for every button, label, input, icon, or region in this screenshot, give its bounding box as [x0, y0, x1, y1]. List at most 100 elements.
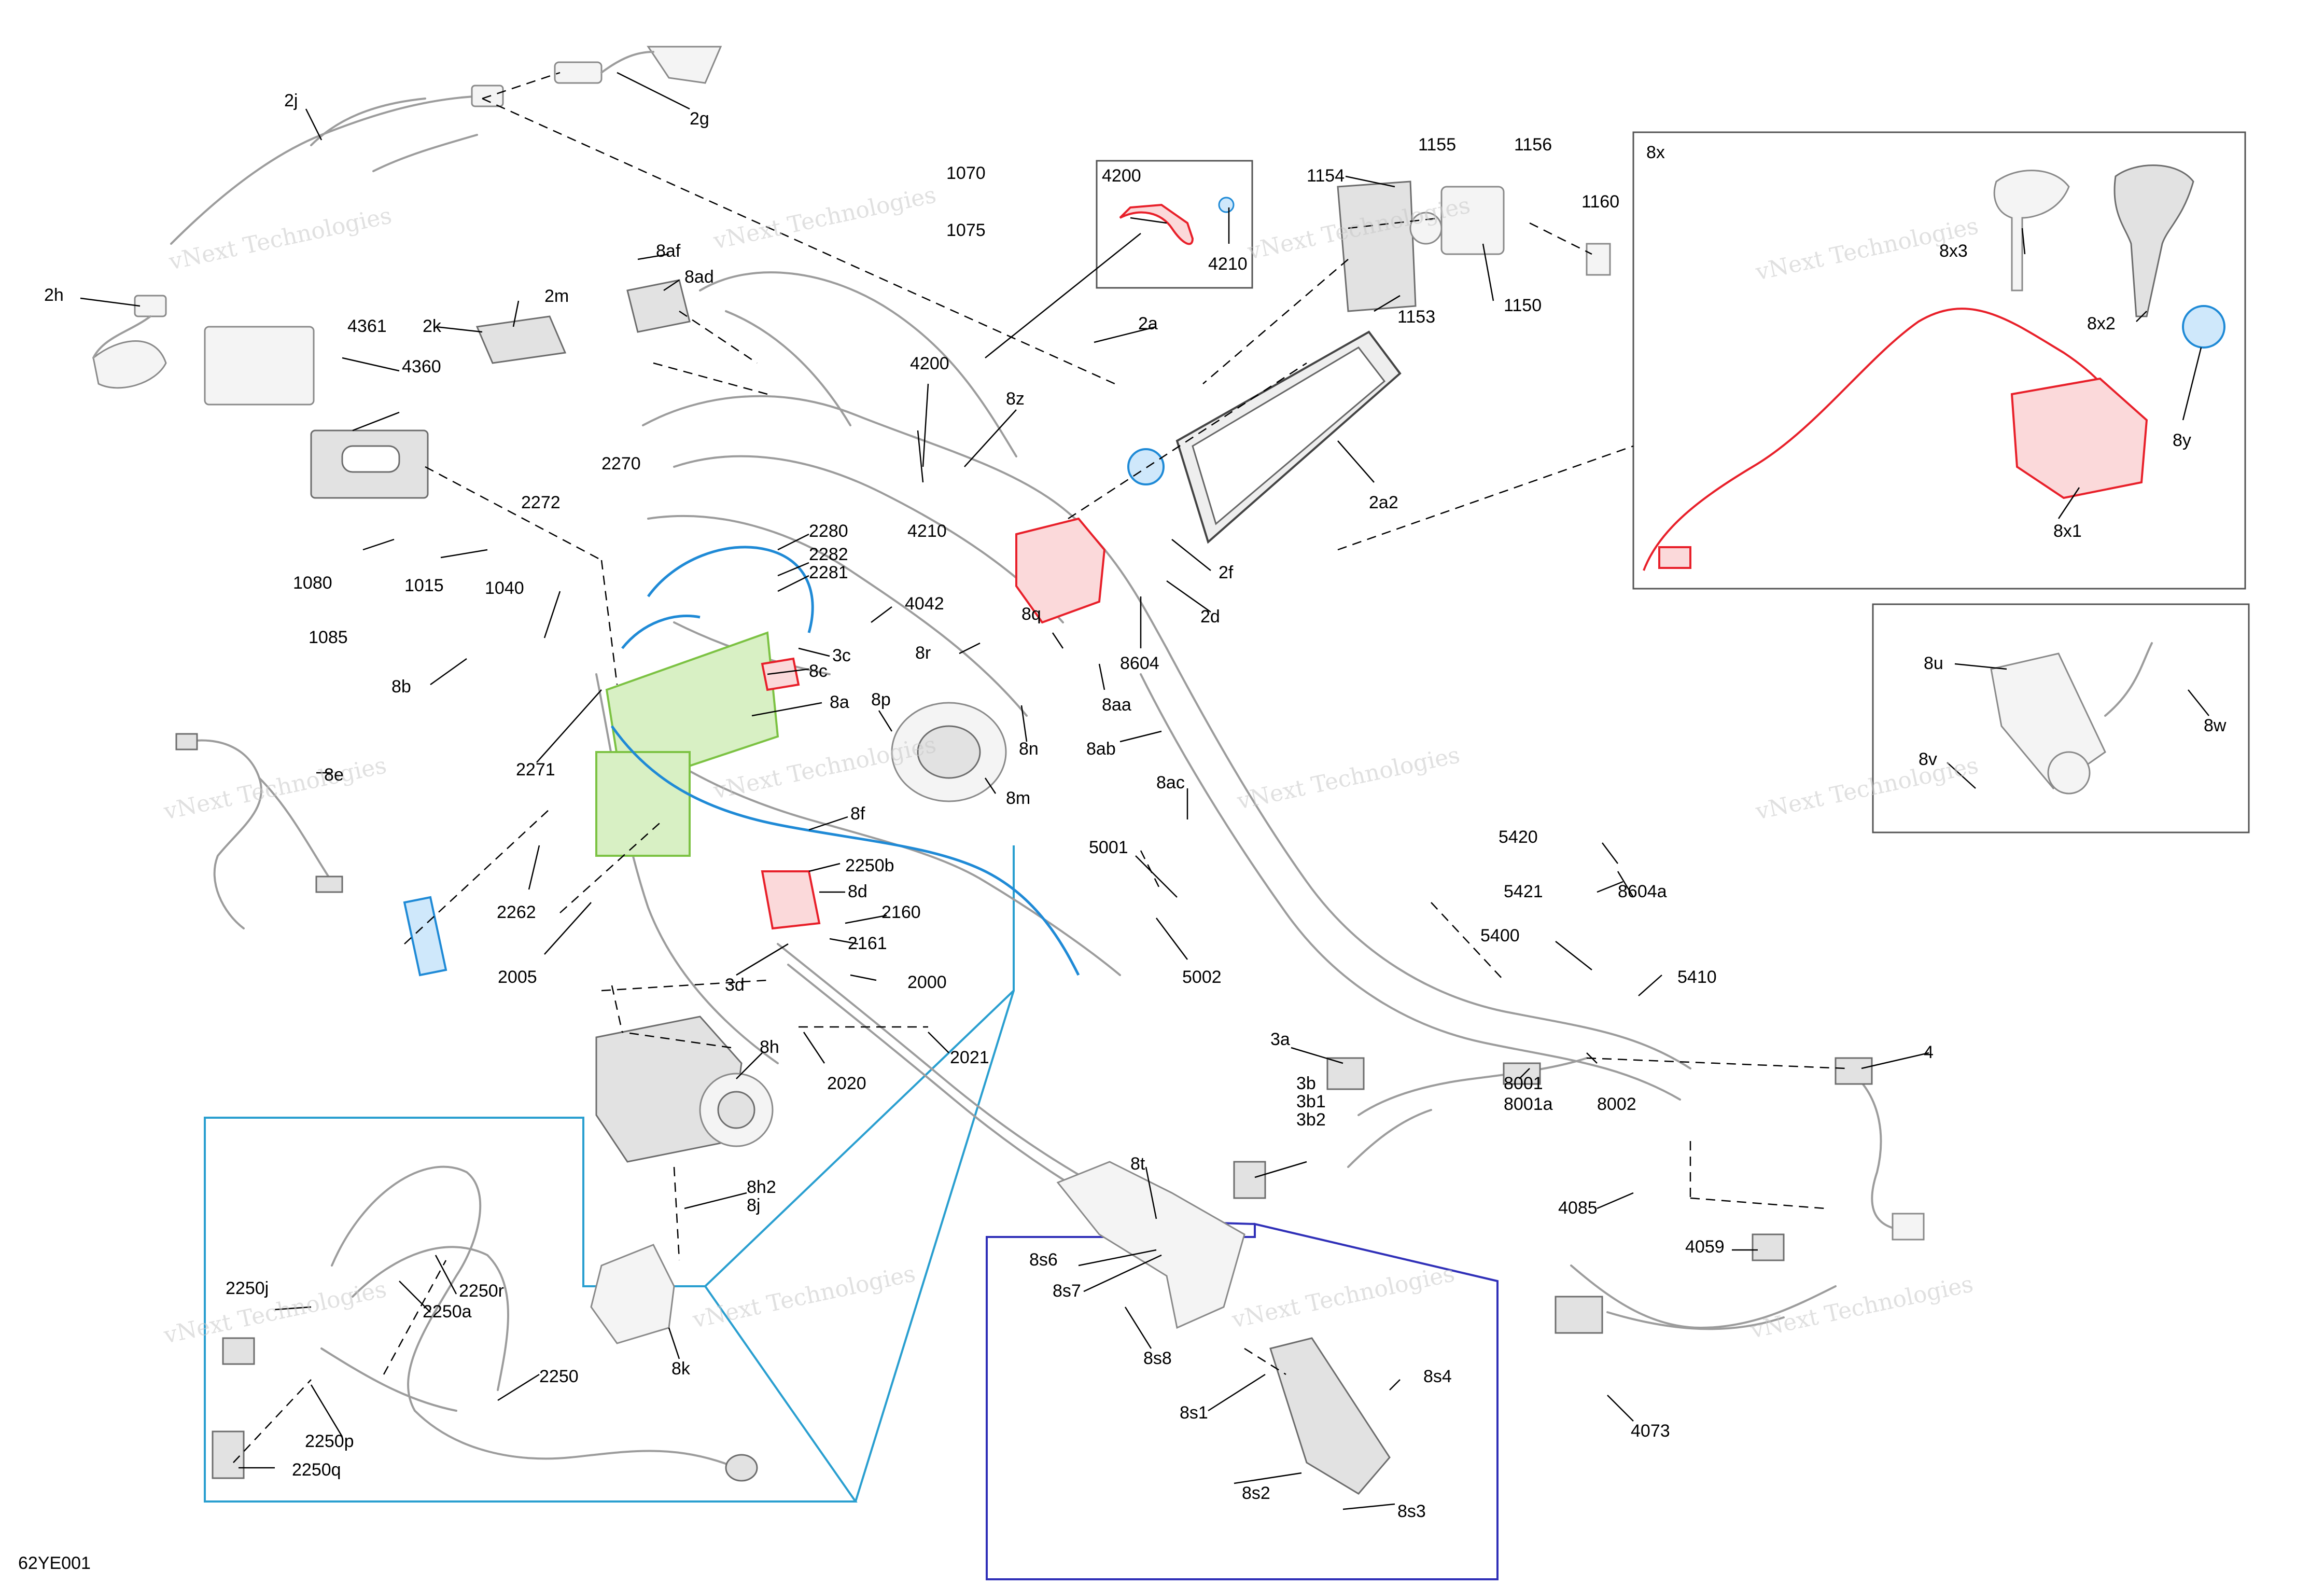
callout-1075: 1075 — [946, 220, 986, 240]
callout-2250p: 2250p — [305, 1431, 354, 1451]
callout-4200: 4200 — [1102, 166, 1141, 186]
watermark: vNext Technologies — [1235, 742, 1462, 815]
callout-8q: 8q — [1021, 604, 1041, 624]
harness-8001 — [1233, 1057, 1588, 1199]
callout-8n: 8n — [1019, 739, 1039, 759]
callout-2250r: 2250r — [459, 1281, 504, 1301]
callout-8k: 8k — [671, 1359, 691, 1379]
callout-8v: 8v — [1919, 749, 1937, 769]
clip-4200-red — [1119, 203, 1194, 245]
callout-8r: 8r — [915, 643, 931, 663]
callout-8m: 8m — [1006, 788, 1030, 808]
callout-8001a: 8001a — [1504, 1094, 1553, 1114]
callout-labels: 2j2g2h107010758af8ad2m2k4361436042004210… — [44, 91, 2227, 1521]
callout-2k: 2k — [423, 316, 442, 336]
callout-2271: 2271 — [516, 760, 555, 780]
callout-8ab: 8ab — [1086, 739, 1116, 759]
callout-2021: 2021 — [950, 1048, 989, 1067]
actuator-8u — [1990, 642, 2153, 795]
callout-1150: 1150 — [1504, 296, 1542, 315]
callout-2250j: 2250j — [226, 1278, 269, 1298]
callout-8z: 8z — [1006, 389, 1025, 409]
callout-2f: 2f — [1219, 563, 1234, 582]
callout-3b1: 3b1 — [1296, 1092, 1326, 1111]
callout-1015: 1015 — [404, 576, 444, 595]
callout-8ac: 8ac — [1156, 773, 1185, 792]
abs-unit-8h — [595, 1016, 774, 1163]
bracket-8t — [1056, 1161, 1391, 1495]
callout-2262: 2262 — [497, 902, 536, 922]
diagram-code: 62YE001 — [18, 1553, 91, 1573]
callout-8x3: 8x3 — [1939, 241, 1968, 261]
callout-5410: 5410 — [1677, 967, 1717, 987]
callout-2272: 2272 — [521, 493, 561, 512]
watermark: vNext Technologies — [1748, 1271, 1976, 1344]
callout-8h2: 8h2 — [747, 1177, 776, 1197]
callout-8af: 8af — [656, 241, 681, 261]
callout-2250: 2250 — [539, 1367, 579, 1386]
sensor-8ad — [626, 279, 691, 333]
callout-8s1: 8s1 — [1180, 1403, 1208, 1423]
callout-2250a: 2250a — [423, 1302, 472, 1322]
callout-5421: 5421 — [1504, 882, 1543, 901]
inset-box-key-ignition — [1632, 131, 2246, 590]
callout-2d: 2d — [1200, 607, 1220, 627]
callout-8b: 8b — [391, 677, 411, 697]
callout-1153: 1153 — [1397, 307, 1435, 327]
callout-8001: 8001 — [1504, 1074, 1543, 1093]
inset-box-4200 — [1096, 160, 1253, 289]
inset-keys-8x — [1643, 164, 2225, 571]
watermark: vNext Technologies — [690, 1260, 918, 1333]
callout-1154: 1154 — [1307, 166, 1345, 186]
callout-2160: 2160 — [881, 902, 921, 922]
watermark: vNext Technologies — [161, 1276, 389, 1349]
callout-2a: 2a — [1138, 314, 1158, 333]
callout-2250b: 2250b — [845, 856, 894, 875]
callout-1085: 1085 — [309, 628, 348, 647]
callout-3b: 3b — [1296, 1074, 1316, 1093]
callout-8c: 8c — [809, 661, 828, 681]
sensor-4 — [1835, 1057, 1925, 1241]
callout-2a2: 2a2 — [1369, 493, 1398, 512]
callout-8aa: 8aa — [1102, 695, 1131, 715]
callout-3d: 3d — [725, 975, 745, 995]
callout-4059: 4059 — [1685, 1237, 1725, 1257]
callout-1156: 1156 — [1514, 135, 1552, 155]
callout-8w: 8w — [2204, 716, 2227, 735]
callout-8002: 8002 — [1597, 1094, 1636, 1114]
callout-2281: 2281 — [809, 563, 848, 582]
callout-8j: 8j — [747, 1195, 760, 1215]
harness-2j — [92, 46, 722, 389]
callout-8s3: 8s3 — [1397, 1501, 1426, 1521]
green-harness — [595, 631, 779, 857]
callout-8s4: 8s4 — [1423, 1367, 1452, 1386]
module-2k — [475, 315, 567, 364]
blue-harness — [610, 546, 1080, 976]
watermark: vNext Technologies — [161, 752, 389, 825]
callout-5002: 5002 — [1182, 967, 1222, 987]
callout-4200: 4200 — [910, 354, 949, 373]
callout-5001: 5001 — [1089, 838, 1128, 857]
callout-1070: 1070 — [946, 163, 986, 183]
bracket-8k — [590, 1244, 675, 1344]
callout-8f: 8f — [850, 804, 865, 824]
switch-assembly-1150 — [1337, 180, 1611, 312]
callout-2m: 2m — [544, 286, 569, 306]
module-4360 — [204, 326, 429, 499]
callout-1155: 1155 — [1418, 135, 1456, 155]
callout-8x: 8x — [1646, 143, 1665, 162]
callout-8a: 8a — [830, 692, 849, 712]
callout-4210: 4210 — [907, 521, 947, 541]
grommet-4210-blue — [1218, 197, 1235, 213]
inset-box-8s-bracket — [986, 1222, 1499, 1580]
callout-2005: 2005 — [498, 967, 537, 987]
callout-2250q: 2250q — [292, 1460, 341, 1480]
callout-4361: 4361 — [347, 316, 387, 336]
callout-8h: 8h — [760, 1037, 779, 1057]
callout-2j: 2j — [284, 91, 298, 110]
callout-1160: 1160 — [1581, 192, 1619, 212]
callout-2020: 2020 — [827, 1074, 866, 1093]
callout-4073: 4073 — [1631, 1421, 1670, 1441]
